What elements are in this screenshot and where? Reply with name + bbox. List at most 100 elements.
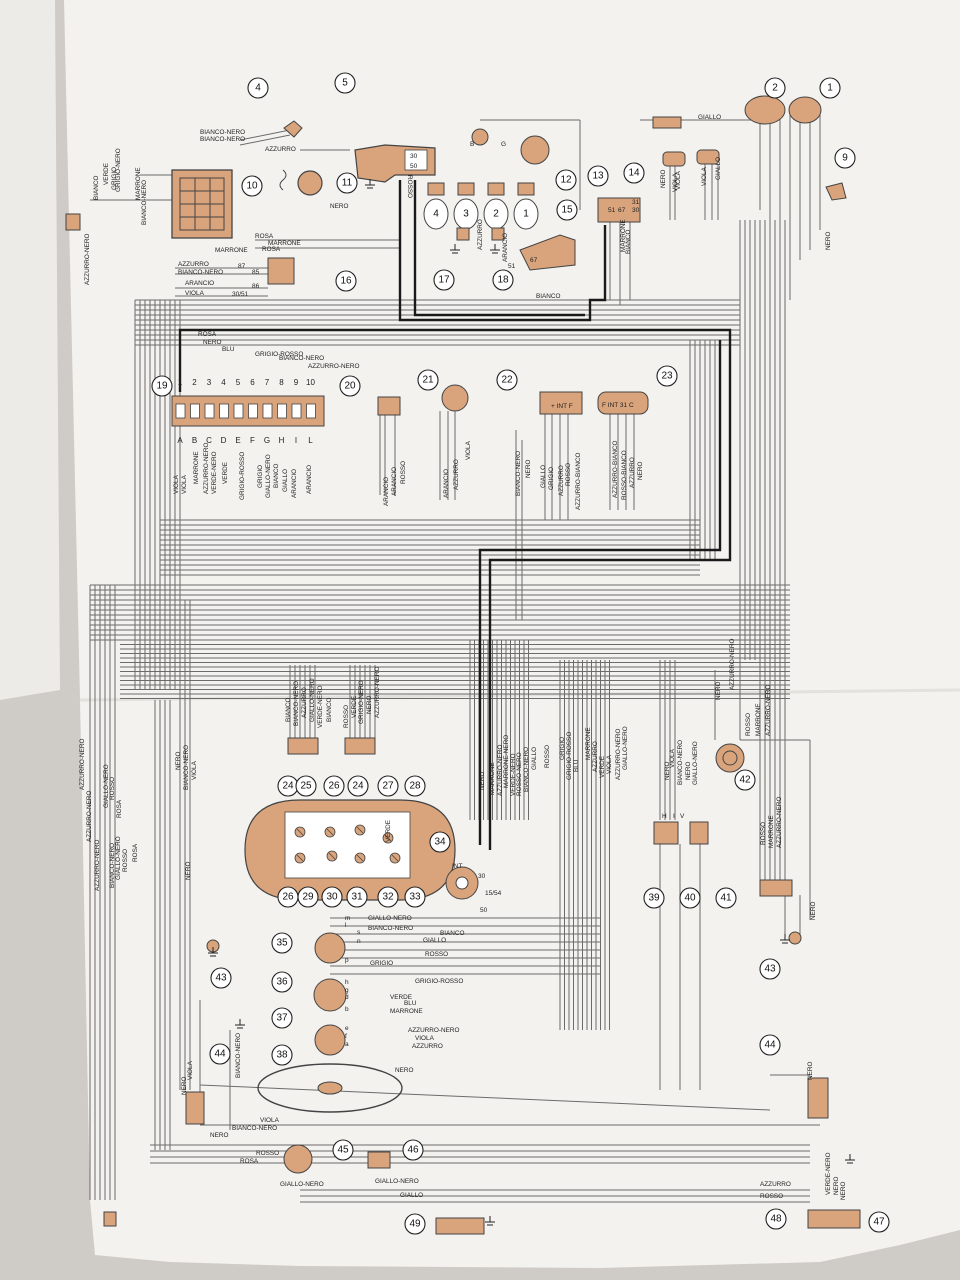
fuse-pin-number: 10 [306, 378, 315, 387]
callout-label-c47: 47 [873, 1217, 885, 1228]
terminal-label: 67 [530, 257, 538, 264]
wire-label: BIANCO-NERO [235, 1033, 242, 1078]
wire-label: AZZURRO-NERO [94, 839, 101, 891]
callout-c30 [321, 886, 343, 908]
callout-label-c44a: 44 [214, 1049, 226, 1060]
wire-label: ROSSO [406, 175, 413, 198]
wire-label: AZZURRO [453, 459, 460, 490]
wire-label: BIANCO-NERO [200, 129, 245, 136]
wire-label: NERO [181, 1077, 188, 1095]
callout-label-c11: 11 [342, 178, 353, 189]
callout-c16 [335, 270, 357, 292]
wire-label: MARRONE [489, 762, 496, 795]
callout-c23 [656, 365, 678, 387]
spark-plug-number: 4 [433, 209, 439, 220]
main-bus-wires [178, 180, 732, 850]
wire-label: GIALLO-NERO [103, 764, 110, 808]
components [65, 95, 861, 1235]
wire-label: BIANCO-NERO [293, 681, 300, 726]
wire-label: GRIGIO-ROSSO [566, 732, 573, 780]
wire-label: GRIGIO-ROSSO [255, 351, 303, 358]
wire-label: MARRONE [585, 727, 592, 760]
wire-label: VERDE [222, 462, 229, 484]
callout-label-c22: 22 [501, 375, 513, 386]
callout-label-c17: 17 [438, 275, 450, 286]
switch-41 [759, 879, 793, 897]
wire-label: BIANCO [285, 697, 292, 722]
wire-label: AZZURRO [760, 1181, 791, 1188]
wire-label: ROSSO [760, 822, 767, 845]
wire-label: ROSA [132, 843, 139, 862]
callout-c26a [323, 775, 345, 797]
callout-c29 [297, 886, 319, 908]
wire-label: NERO [833, 1177, 840, 1195]
callout-label-c40: 40 [684, 893, 696, 904]
wire-label: GIALLO [715, 157, 722, 180]
wire-label: ARANCIO [291, 469, 298, 498]
wire-label: NERO [637, 462, 644, 480]
terminal-label: a [345, 1041, 349, 1048]
callout-label-c44b: 44 [764, 1040, 776, 1051]
callout-c4 [247, 77, 269, 99]
callout-label-c28: 28 [409, 781, 421, 792]
wire-label: NERO [203, 339, 221, 346]
wire-label: NERO [210, 1132, 228, 1139]
callout-label-c18: 18 [497, 275, 509, 286]
callout-c14 [623, 162, 645, 184]
wire-label: ROSSO [544, 745, 551, 768]
fuse-pin-number: 8 [279, 378, 284, 387]
wire-label: MARRONE-NERO [503, 735, 510, 788]
wire-label: VIOLA [187, 1060, 194, 1080]
sensor-17 [456, 227, 470, 241]
callout-c13 [587, 165, 609, 187]
callout-label-c26a: 26 [328, 781, 340, 792]
terminal-label: 30 [478, 873, 486, 880]
wire-label: GRIGIO [111, 167, 118, 190]
wire-label: ROSSO [760, 1193, 783, 1200]
wire-label: BIANCO [93, 175, 100, 200]
parking-light [652, 116, 682, 129]
fuse-pin-letter: E [235, 436, 240, 445]
switch-39 [653, 821, 679, 845]
fuse-pin-letter: A [177, 436, 183, 445]
callout-c44a [209, 1043, 231, 1065]
ground-symbol [208, 947, 218, 957]
wire-label: AZZURRO-NERO [203, 442, 210, 494]
wire-label: VIOLA [415, 1035, 435, 1042]
terminal-label: m [345, 915, 350, 922]
component-4-body [283, 120, 303, 138]
wire-label: BIANCO-NERO [515, 451, 522, 496]
callout-label-c49: 49 [409, 1219, 421, 1230]
wire-label: AZZURRO-BIANCO [575, 452, 582, 510]
callout-label-c4: 4 [255, 83, 261, 94]
terminal-label: INT [452, 863, 463, 870]
callout-label-c37: 37 [276, 1013, 288, 1024]
fuse-pin-number: 4 [221, 378, 226, 387]
fuse-pin-letter: F [250, 436, 255, 445]
callout-c12 [555, 169, 577, 191]
wire-label: MARRONE [620, 219, 627, 252]
fuel-gauge [441, 384, 469, 412]
callout-label-c42: 42 [739, 775, 751, 786]
wire-label: ARANCIO [443, 469, 450, 498]
lamp-45 [283, 1144, 313, 1174]
wire-label: VERDE-NERO [825, 1152, 832, 1195]
callout-c20 [339, 375, 361, 397]
terminal-label: 87 [238, 263, 246, 270]
wire-label: VERDE [599, 756, 606, 778]
wire-label: ROSA [198, 331, 217, 338]
wire-label: AZZURRO [592, 741, 599, 772]
wire-label: NERO [825, 232, 832, 250]
wire-label: VIOLA [701, 166, 708, 186]
callout-c44b [759, 1034, 781, 1056]
door-switch-44b [807, 1077, 829, 1119]
flasher-relay [267, 257, 295, 285]
callout-c40 [679, 887, 701, 909]
wiper-switch-37 [314, 1024, 346, 1056]
terminal-label: H [662, 813, 667, 820]
wire-label: GRIGIO-ROSSO [239, 452, 246, 500]
spark-plug-number: 2 [493, 209, 499, 220]
light-switch-35 [314, 932, 346, 964]
wire-label: GRIGIO [548, 467, 555, 490]
wire-label: AZZURRO [178, 261, 209, 268]
